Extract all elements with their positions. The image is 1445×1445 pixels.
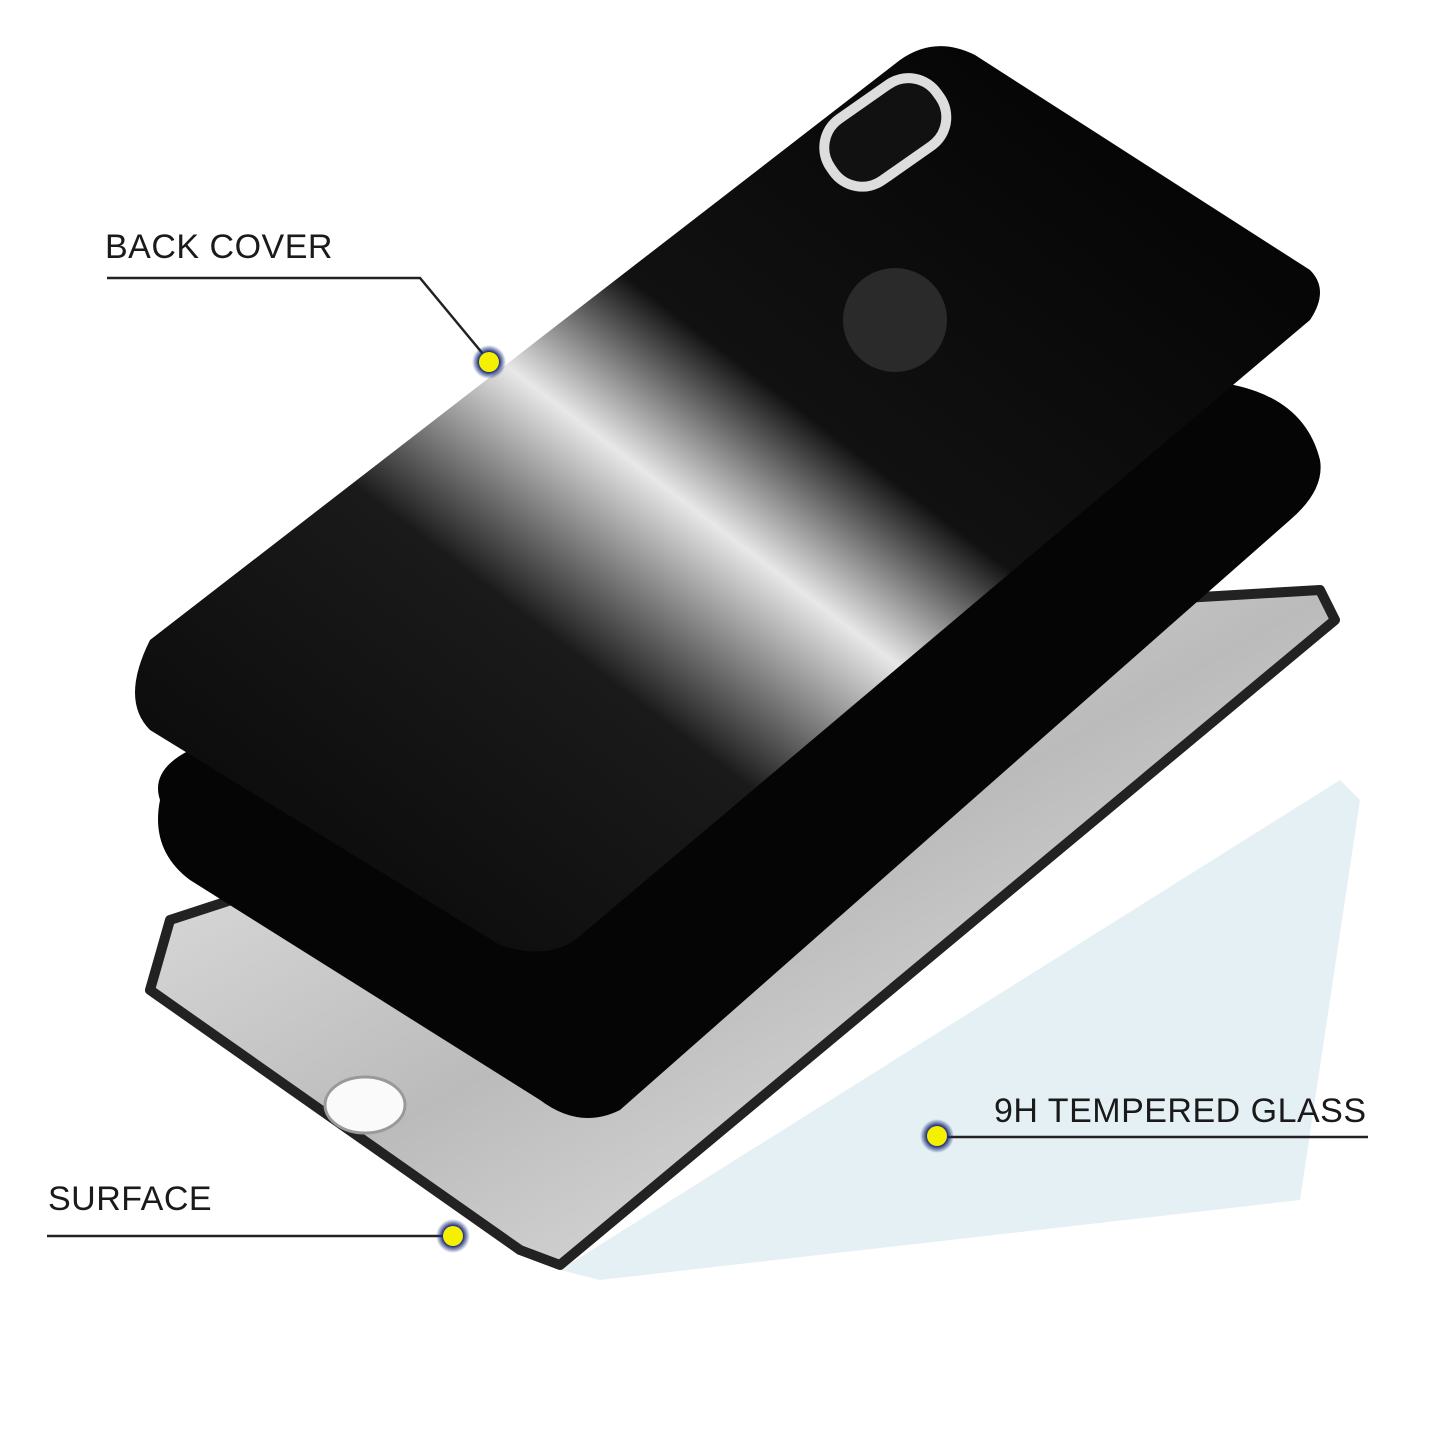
back-cover-leader-line [107, 276, 489, 361]
tempered-glass-label: 9H TEMPERED GLASS [994, 1092, 1367, 1130]
back-cover-label: BACK COVER [105, 228, 333, 266]
back-cover [135, 46, 1320, 952]
surface-dot-icon [436, 1219, 470, 1253]
home-button-cutout [323, 1075, 407, 1135]
logo-cutout [843, 268, 947, 372]
back-cover-dot-icon [472, 345, 506, 379]
glass-dot-icon [920, 1119, 954, 1153]
camera-cutout [819, 73, 952, 192]
tempered-glass-panel [560, 780, 1360, 1280]
surface-label: SURFACE [48, 1180, 213, 1218]
